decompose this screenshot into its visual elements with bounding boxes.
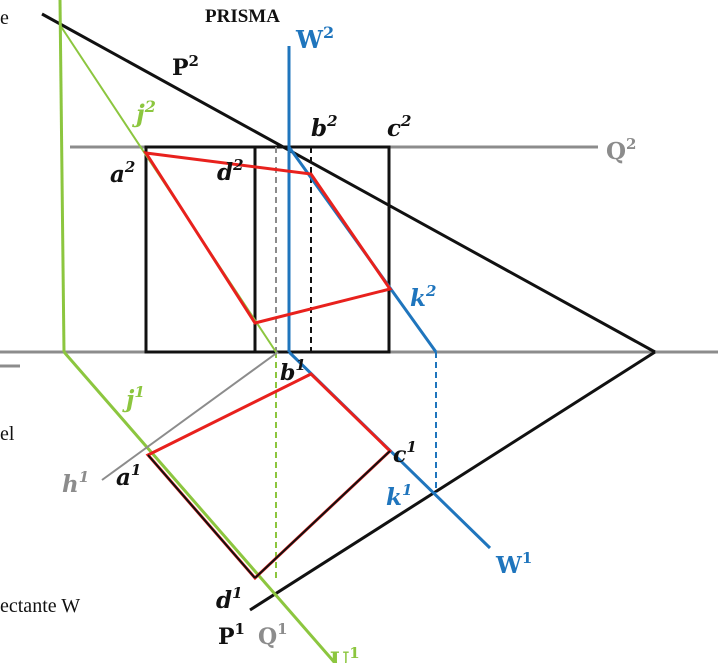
j-vertical-trace	[58, 0, 66, 353]
label-k1: k1	[386, 481, 412, 511]
p1-trace	[249, 350, 656, 612]
diagram-title: PRISMA	[205, 6, 280, 27]
section-polygon-top	[145, 372, 393, 581]
label-c2: c2	[387, 112, 411, 142]
section-polygon-front	[143, 151, 393, 325]
label-d2: d2	[217, 156, 244, 186]
prism-front-outline	[144, 145, 391, 354]
label-w2: W2	[295, 23, 334, 54]
label-q2: Q2	[606, 135, 636, 165]
label-b2: b2	[311, 112, 338, 142]
label-u1: U1	[330, 644, 360, 663]
label-a1: a1	[116, 461, 141, 491]
label-c1: c1	[393, 438, 417, 468]
label-w1: W1	[495, 549, 532, 579]
label-j2: j2	[132, 97, 156, 128]
margin-text-top: e	[0, 7, 9, 29]
label-p2: P2	[172, 52, 199, 81]
label-b1: b1	[280, 356, 306, 386]
label-d1: d1	[216, 584, 243, 614]
label-k2: k2	[410, 282, 436, 312]
p2-trace	[41, 12, 656, 354]
margin-text-middle: el	[0, 423, 15, 445]
label-j1: j1	[122, 383, 145, 413]
j1-line	[62, 351, 337, 663]
label-p1: P1	[218, 620, 245, 650]
prism-top-edge-1	[147, 454, 256, 579]
margin-text-bottom: ectante W	[0, 595, 80, 617]
prism-top-edge-2	[254, 450, 391, 579]
label-a2: a2	[110, 158, 135, 188]
label-h1: h1	[62, 468, 89, 498]
label-q1: Q1	[258, 620, 288, 650]
h1-line	[101, 351, 279, 481]
